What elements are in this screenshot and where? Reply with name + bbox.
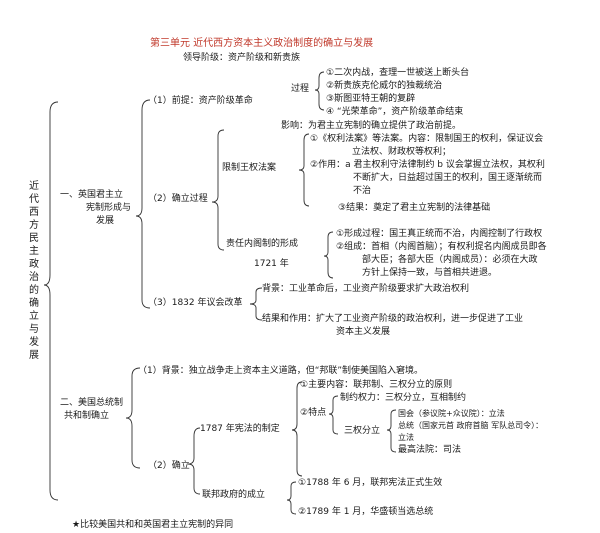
bill-line-6: ③结果：奠定了君主立宪制的法律基础 <box>338 203 491 213</box>
cabinet-line-4: 方针上保持一致，与首相共进退。 <box>362 268 498 278</box>
bill-line-3: ②作用：a 君主权利守法律制约 b 议会掌握立法权，其权利 <box>310 160 545 170</box>
cabinet-line-3: 部大臣；各部大臣（内阁成员）：必须在大政 <box>362 255 538 265</box>
leaders-text: 领导阶级：资产阶级和新贵族 <box>183 53 301 63</box>
establish-label: （2）确立过程 <box>148 194 208 204</box>
bill-line-1: ①《权利法案》等法案。内容：限制国王的权利，保证议会 <box>310 134 544 144</box>
federal-item-1: ①1788 年 6 月，联邦宪法正式生效 <box>298 478 443 488</box>
process-item-2: ②新贵族克伦威尔的独裁统治 <box>326 81 443 91</box>
cabinet-year: 1721 年 <box>254 259 289 269</box>
features-label: ②特点 <box>300 408 327 418</box>
feature-1: 制约权力：三权分立，互相制约 <box>340 393 467 403</box>
cabinet-label: 责任内阁制的形成 <box>226 239 299 249</box>
bill-line-5: 不治 <box>353 186 372 196</box>
process-item-3: ③斯图亚特王朝的复辟 <box>326 94 416 104</box>
s2-establish-label: （2）确立 <box>148 461 190 471</box>
reform-result-line-2: 资本主义发展 <box>336 327 391 337</box>
reform-background: 背景：工业革命后，工业资产阶级要求扩大政治权利 <box>262 284 470 294</box>
separation-4: 最高法院：司法 <box>398 445 462 455</box>
s2-background: （1）背景：独立战争走上资本主义道路，但“邦联”制使美国陷入窘境。 <box>138 366 424 376</box>
page-title: 第三单元 近代西方资本主义政治制度的确立与发展 <box>150 38 374 49</box>
s1-label-line1: 一、英国君主立 <box>60 190 124 200</box>
separation-2: 总统（国家元首 政府首脑 军队总司令）： <box>398 421 544 430</box>
federal-label: 联邦政府的成立 <box>202 490 266 500</box>
separation-1: 国会（参议院+众议院）：立法 <box>398 409 505 418</box>
s2-label-line2: 共和制确立 <box>64 411 110 421</box>
influence-text: 影响：为君主立宪制的确立提供了政治前提。 <box>281 121 462 131</box>
separation-3: 立法 <box>398 433 414 442</box>
left-vertical-title: 近代西方民主政治的确立与发展 <box>29 181 39 361</box>
constitution-label: 1787 年宪法的制定 <box>200 424 280 434</box>
cabinet-line-1: ①形成过程：国王真正统而不治，内阁控制了行政权 <box>336 229 543 239</box>
premise-label: （1）前提：资产阶级革命 <box>148 96 253 106</box>
main-content: ①主要内容：联邦制、三权分立的原则 <box>300 380 453 390</box>
process-label: 过程 <box>291 84 310 94</box>
federal-item-2: ②1789 年 1 月，华盛顿当选总统 <box>298 507 434 517</box>
footer-note: ★比较美国共和和英国君主立宪制的异同 <box>72 520 234 530</box>
reform-label: （3）1832 年议会改革 <box>148 298 243 308</box>
s1-label-line3: 发展 <box>96 216 115 226</box>
bill-line-4: 不断扩大，日益超过国王的权利，国王逐渐统而 <box>353 173 543 183</box>
separation-label: 三权分立 <box>344 426 381 436</box>
cabinet-line-2: ②组成：首相（内阁首脑）；有权利提名内阁成员即各 <box>336 242 547 252</box>
reform-result-line-1: 结果和作用：扩大了工业资产阶级的政治权利，进一步促进了工业 <box>262 314 524 324</box>
bill-line-2: 立法权、财政权等权利； <box>352 147 452 157</box>
limit-label: 限制王权法案 <box>222 163 277 173</box>
process-item-1: ①二次内战，查理一世被送上断头台 <box>326 68 470 78</box>
s1-label-line2: 宪制形成与 <box>86 203 132 213</box>
process-item-4: ④ “光荣革命”，资产阶级革命结束 <box>326 107 464 117</box>
s2-label-line1: 二、美国总统制 <box>60 398 124 408</box>
